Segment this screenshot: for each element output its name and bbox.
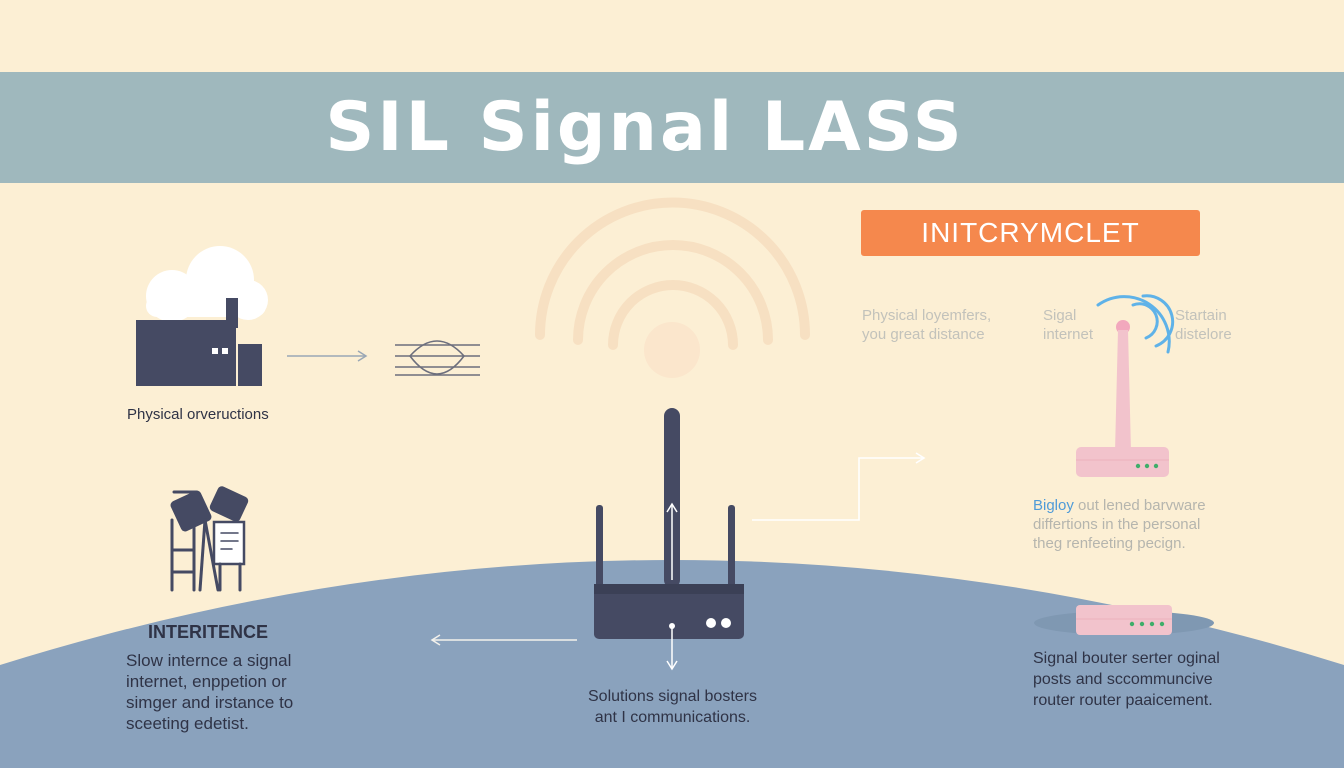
page-title: SIL Signal LASS [325, 88, 965, 167]
wifi-blue-icon [1096, 294, 1175, 354]
pink-router-icon [1076, 320, 1169, 477]
router-tip-label: Bigloy out lened barvware differtions in… [1033, 497, 1206, 552]
wifi-waves-icon [535, 197, 810, 378]
solutions-label: Solutions signal bosters ant I communica… [588, 688, 757, 726]
building-icon [136, 298, 262, 386]
pink-router-icon [1034, 605, 1214, 635]
interference-body: Slow internce a signal internet, enppeti… [126, 651, 294, 733]
title-banner [0, 72, 1344, 183]
faded-signal-label: Sigal internet [1043, 307, 1094, 343]
router-icon [594, 408, 744, 671]
arrow-icon [752, 452, 926, 521]
faded-right-label: Startain distelore [1175, 307, 1232, 343]
interference-title: INTERITENCE [148, 622, 269, 642]
arrow-icon [287, 350, 368, 362]
workers-icon [170, 486, 249, 592]
router-bottom-label: Signal bouter serter oginal posts and sc… [1033, 650, 1220, 709]
faded-left-label: Physical loyemfers, you great distance [862, 307, 992, 343]
wall-icon [395, 340, 480, 376]
arrow-icon [430, 634, 577, 646]
badge-label: INITCRYMCLET [861, 210, 1200, 256]
obstructions-label: Physical orveructions [127, 406, 269, 423]
cloud-icon [146, 246, 268, 322]
